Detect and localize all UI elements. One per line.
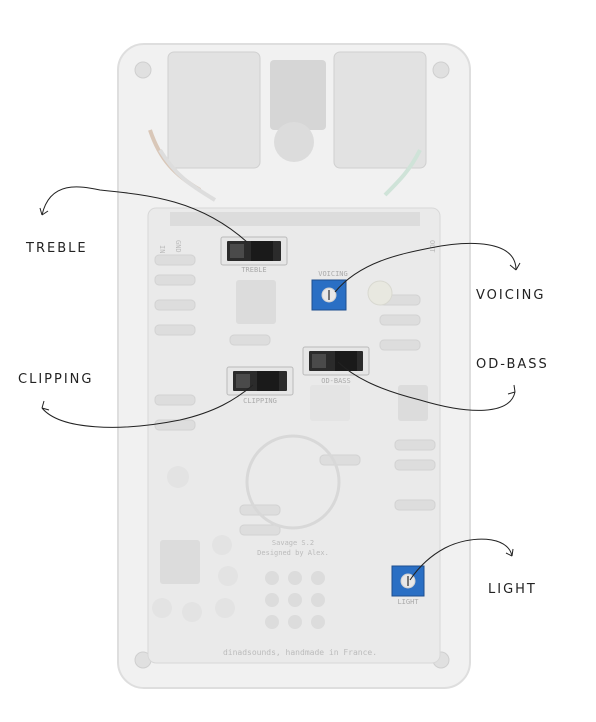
header-pins [170, 212, 420, 226]
od-bass-switch[interactable] [302, 346, 370, 376]
screw-icon [432, 61, 450, 79]
callout-treble: TREBLE [26, 241, 88, 256]
callout-line-clipping [41, 384, 254, 428]
voicing-trimmer[interactable] [311, 279, 347, 311]
led [367, 280, 393, 306]
resistors [154, 254, 436, 536]
capacitor [182, 602, 202, 622]
ic-chip [398, 385, 428, 421]
capacitor [215, 598, 235, 618]
footswitch [270, 60, 326, 130]
arrowhead-icon [39, 207, 49, 216]
arrowhead-icon [41, 400, 50, 411]
capacitor [152, 598, 172, 618]
arrowhead-icon [507, 384, 516, 395]
pad-grid [265, 571, 325, 629]
callout-line-light [409, 538, 513, 581]
screw-icon [134, 61, 152, 79]
ic-chip [160, 540, 200, 584]
footswitch-lug [274, 122, 314, 162]
arrowhead-icon [509, 262, 521, 271]
input-jack [167, 51, 261, 169]
callout-line-voicing [334, 243, 517, 293]
pin-label-gnd: GND [174, 240, 182, 253]
brand-logo [245, 434, 341, 530]
footer-label: dinadsounds, handmade in France. [223, 648, 377, 657]
designer-label: Designed by Alex. [257, 549, 329, 557]
voicing-trimmer-label: VOICING [318, 270, 348, 278]
capacitor [212, 535, 232, 555]
wire [158, 148, 217, 202]
od-bass-switch-label: OD-BASS [321, 377, 351, 385]
output-jack [333, 51, 427, 169]
treble-switch[interactable] [220, 236, 288, 266]
callout-light: LIGHT [488, 582, 537, 597]
callout-line-od-bass [337, 361, 516, 411]
callout-od-bass: OD-BASS [476, 357, 549, 372]
pin-label-in: IN [158, 245, 166, 253]
clipping-switch-label: CLIPPING [243, 397, 277, 405]
light-trimmer-label: LIGHT [397, 598, 419, 606]
arrowhead-icon [505, 548, 514, 557]
wire [383, 149, 422, 197]
light-trimmer[interactable] [391, 565, 425, 597]
capacitor [218, 566, 238, 586]
clipping-switch[interactable] [226, 366, 294, 396]
ic-chip [236, 280, 276, 324]
capacitor [167, 466, 189, 488]
pin-label-out: OUT [428, 240, 436, 253]
callout-clipping: CLIPPING [18, 372, 94, 387]
treble-switch-label: TREBLE [241, 266, 266, 274]
callout-line-treble [41, 186, 248, 243]
model-label: Savage S.2 [272, 539, 314, 547]
capacitor-box [310, 385, 350, 421]
callout-voicing: VOICING [476, 288, 546, 303]
callout-lines [39, 186, 521, 581]
